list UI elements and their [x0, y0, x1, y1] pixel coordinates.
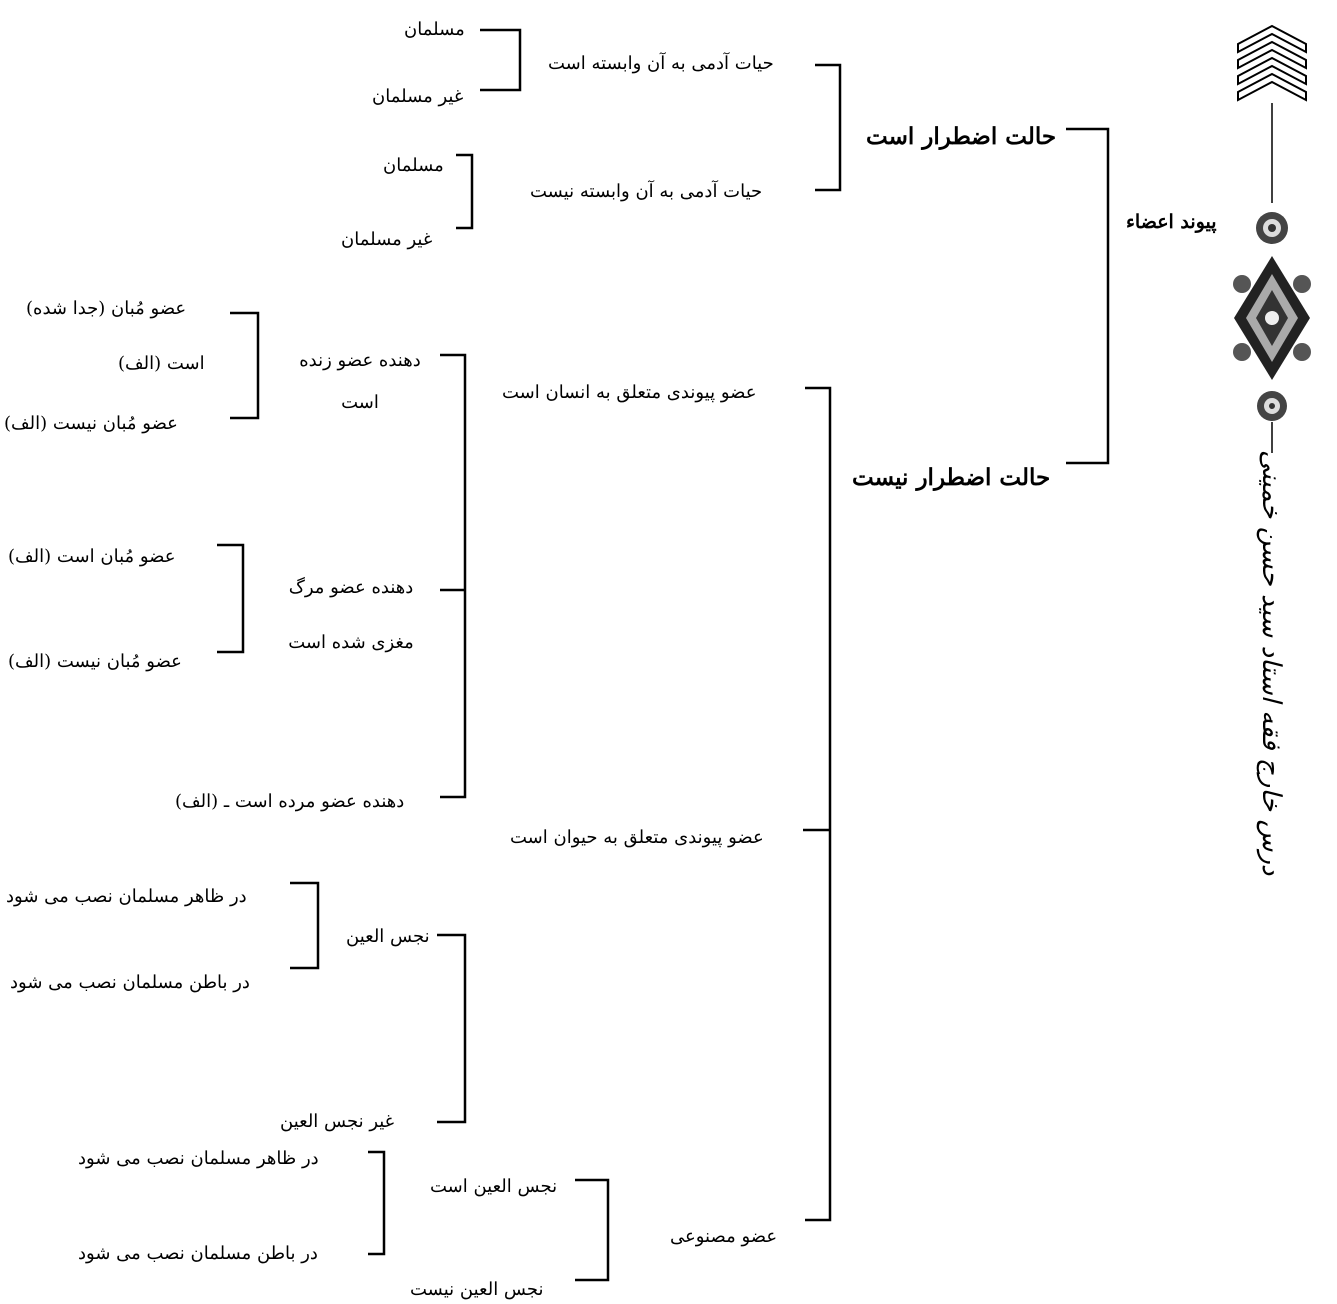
root-node: پیوند اعضاء: [1126, 211, 1217, 233]
living-donor-not-separated: عضو مُبان نیست (الف): [4, 413, 178, 434]
najis-inner: در باطن مسلمان نصب می شود: [10, 972, 250, 993]
living-donor-line1: دهنده عضو زنده: [299, 350, 421, 371]
floral-ornament-bottom: [1257, 391, 1287, 421]
life-dependent-node: حیات آدمی به آن وابسته است: [548, 53, 774, 74]
life-dependent-muslim: مسلمان: [404, 19, 465, 40]
living-donor-separated: عضو مُبان (جدا شده): [26, 298, 187, 319]
floral-ornament-main: [1233, 256, 1311, 380]
signature: درس خارج فقه استاد سید حسن خمینی: [1242, 450, 1302, 875]
living-donor-separated-cont: است (الف): [118, 353, 205, 374]
life-not-dependent-muslim: مسلمان: [383, 155, 444, 176]
signature-text: درس خارج فقه استاد سید حسن خمینی: [1256, 450, 1286, 876]
floral-ornament-top: [1256, 212, 1288, 244]
living-donor-line2: است: [341, 392, 379, 413]
human-organ-node: عضو پیوندی متعلق به انسان است: [502, 382, 757, 403]
najis-outer: در ظاهر مسلمان نصب می شود: [6, 886, 247, 907]
not-najis-node: غیر نجس العین: [280, 1111, 395, 1132]
brain-dead-donor-line2: مغزی شده است: [288, 632, 414, 653]
animal-organ-node: عضو پیوندی متعلق به حیوان است: [510, 827, 764, 848]
artificial-najis-inner: در باطن مسلمان نصب می شود: [78, 1243, 318, 1264]
life-dependent-non-muslim: غیر مسلمان: [372, 86, 464, 107]
necessity-node: حالت اضطرار است: [866, 123, 1057, 150]
brain-dead-not-separated: عضو مُبان نیست (الف): [8, 651, 182, 672]
no-necessity-node: حالت اضطرار نیست: [852, 464, 1051, 491]
life-not-dependent-node: حیات آدمی به آن وابسته نیست: [530, 181, 763, 202]
chevron-stack-icon: [1237, 24, 1307, 102]
artificial-organ-node: عضو مصنوعی: [670, 1226, 778, 1247]
artificial-najis-outer: در ظاهر مسلمان نصب می شود: [78, 1148, 319, 1169]
artificial-najis-node: نجس العین است: [430, 1176, 558, 1197]
artificial-not-najis-node: نجس العین نیست: [410, 1279, 544, 1300]
life-not-dependent-non-muslim: غیر مسلمان: [341, 229, 433, 250]
dead-donor-node: دهنده عضو مرده است ـ (الف): [175, 791, 405, 812]
najis-node: نجس العین: [346, 926, 430, 947]
brain-dead-donor-line1: دهنده عضو مرگ: [288, 577, 414, 598]
ornament-banner: [1233, 24, 1311, 453]
brain-dead-separated: عضو مُبان است (الف): [8, 546, 176, 567]
